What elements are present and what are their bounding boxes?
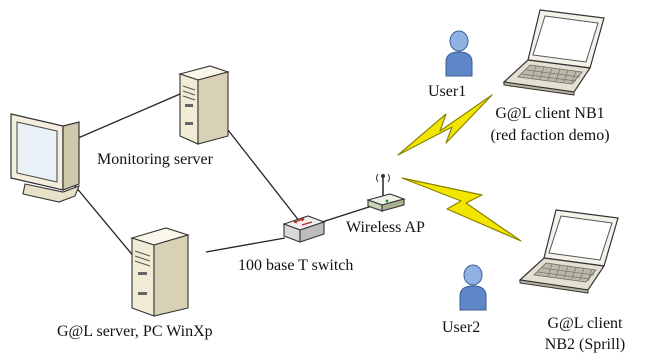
user-icon: [458, 264, 488, 312]
gl-server-label: G@L server, PC WinXp: [57, 323, 213, 340]
server-tower-icon: [130, 226, 190, 318]
nb2-label-line1: G@L client: [547, 315, 623, 332]
wireless-router-icon: [366, 172, 406, 214]
nb2-label-line2: NB2 (Sprill): [544, 336, 626, 353]
user2-label: User2: [442, 319, 481, 336]
link-gl-server-switch: [205, 237, 286, 253]
crt-monitor-icon: [5, 112, 83, 207]
link-monitoring-server-switch: [227, 129, 301, 223]
nb1-label-line2: (red faction demo): [490, 127, 610, 144]
laptop-icon: [500, 8, 612, 96]
network-switch-icon: [282, 214, 326, 244]
user1-label: User1: [428, 83, 467, 100]
wireless-ap-label: Wireless AP: [346, 219, 425, 236]
wireless-link-nb2-icon: [401, 177, 522, 242]
monitoring-server-label: Monitoring server: [97, 151, 213, 168]
server-tower-icon: [178, 64, 230, 146]
switch-label: 100 base T switch: [238, 257, 354, 274]
user-icon: [444, 30, 474, 78]
wireless-link-nb1-icon: [397, 94, 493, 156]
nb1-label-line1: G@L client NB1: [495, 105, 605, 122]
link-switch-wireless-ap: [321, 205, 373, 223]
laptop-icon: [518, 208, 624, 294]
